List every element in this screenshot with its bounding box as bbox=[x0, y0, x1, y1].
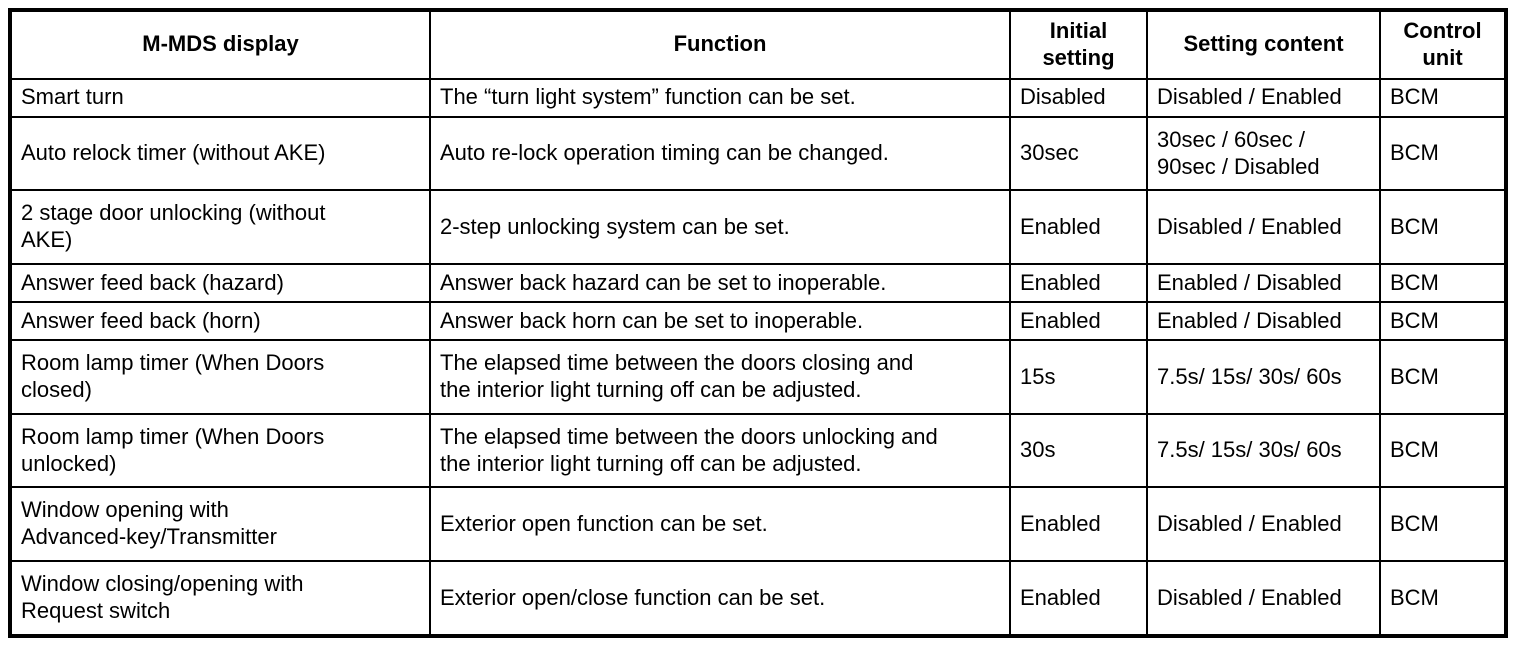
cell-setting-content: 7.5s/ 15s/ 30s/ 60s bbox=[1146, 339, 1381, 415]
cell-setting-content: Disabled / Enabled bbox=[1146, 189, 1381, 265]
cell-initial-setting: Disabled bbox=[1009, 77, 1148, 118]
cell-function: Exterior open/close function can be set. bbox=[429, 560, 1011, 637]
cell-function: 2-step unlocking system can be set. bbox=[429, 189, 1011, 265]
table-row: Room lamp timer (When Doors closed) The … bbox=[9, 339, 1507, 415]
cell-setting-content: Enabled / Disabled bbox=[1146, 301, 1381, 342]
cell-control-unit: BCM bbox=[1379, 486, 1507, 562]
cell-setting-content: 7.5s/ 15s/ 30s/ 60s bbox=[1146, 412, 1381, 489]
cell-m-mds-display: Room lamp timer (When Doors closed) bbox=[9, 339, 431, 415]
cell-initial-setting: 30sec bbox=[1009, 115, 1148, 192]
cell-function: Answer back horn can be set to inoperabl… bbox=[429, 301, 1011, 342]
cell-control-unit: BCM bbox=[1379, 560, 1507, 637]
column-header-setting-content: Setting content bbox=[1146, 9, 1381, 80]
table-row: Auto relock timer (without AKE) Auto re-… bbox=[9, 115, 1507, 192]
table-row: Answer feed back (horn) Answer back horn… bbox=[9, 301, 1507, 342]
cell-setting-content: Enabled / Disabled bbox=[1146, 262, 1381, 304]
cell-initial-setting: Enabled bbox=[1009, 301, 1148, 342]
cell-initial-setting: Enabled bbox=[1009, 560, 1148, 637]
cell-control-unit: BCM bbox=[1379, 339, 1507, 415]
cell-m-mds-display: Window closing/opening with Request swit… bbox=[9, 560, 431, 637]
cell-function: Answer back hazard can be set to inopera… bbox=[429, 262, 1011, 304]
cell-control-unit: BCM bbox=[1379, 189, 1507, 265]
cell-m-mds-display: 2 stage door unlocking (without AKE) bbox=[9, 189, 431, 265]
table-row: Smart turn The “turn light system” funct… bbox=[9, 77, 1507, 118]
cell-function: The elapsed time between the doors unloc… bbox=[429, 412, 1011, 489]
cell-initial-setting: 30s bbox=[1009, 412, 1148, 489]
cell-m-mds-display: Room lamp timer (When Doors unlocked) bbox=[9, 412, 431, 489]
table-body: Smart turn The “turn light system” funct… bbox=[9, 77, 1507, 637]
cell-function: The “turn light system” function can be … bbox=[429, 77, 1011, 118]
cell-function: Auto re-lock operation timing can be cha… bbox=[429, 115, 1011, 192]
column-header-function: Function bbox=[429, 9, 1011, 80]
table-row: Window closing/opening with Request swit… bbox=[9, 560, 1507, 637]
cell-initial-setting: Enabled bbox=[1009, 189, 1148, 265]
cell-function: Exterior open function can be set. bbox=[429, 486, 1011, 562]
cell-m-mds-display: Smart turn bbox=[9, 77, 431, 118]
column-header-initial-setting: Initial setting bbox=[1009, 9, 1148, 80]
table-row: Answer feed back (hazard) Answer back ha… bbox=[9, 262, 1507, 304]
cell-setting-content: Disabled / Enabled bbox=[1146, 486, 1381, 562]
column-header-m-mds-display: M-MDS display bbox=[9, 9, 431, 80]
cell-initial-setting: Enabled bbox=[1009, 486, 1148, 562]
cell-m-mds-display: Window opening with Advanced-key/Transmi… bbox=[9, 486, 431, 562]
cell-initial-setting: 15s bbox=[1009, 339, 1148, 415]
cell-initial-setting: Enabled bbox=[1009, 262, 1148, 304]
table-header-row: M-MDS display Function Initial setting S… bbox=[9, 9, 1507, 80]
cell-control-unit: BCM bbox=[1379, 115, 1507, 192]
customization-function-table: M-MDS display Function Initial setting S… bbox=[8, 8, 1508, 638]
cell-control-unit: BCM bbox=[1379, 301, 1507, 342]
cell-control-unit: BCM bbox=[1379, 77, 1507, 118]
table-header: M-MDS display Function Initial setting S… bbox=[9, 9, 1507, 80]
cell-control-unit: BCM bbox=[1379, 262, 1507, 304]
cell-m-mds-display: Answer feed back (hazard) bbox=[9, 262, 431, 304]
cell-setting-content: Disabled / Enabled bbox=[1146, 77, 1381, 118]
cell-m-mds-display: Answer feed back (horn) bbox=[9, 301, 431, 342]
cell-function: The elapsed time between the doors closi… bbox=[429, 339, 1011, 415]
spec-table-container: M-MDS display Function Initial setting S… bbox=[8, 8, 1508, 638]
column-header-control-unit: Control unit bbox=[1379, 9, 1507, 80]
cell-setting-content: Disabled / Enabled bbox=[1146, 560, 1381, 637]
cell-setting-content: 30sec / 60sec / 90sec / Disabled bbox=[1146, 115, 1381, 192]
table-row: Room lamp timer (When Doors unlocked) Th… bbox=[9, 412, 1507, 489]
cell-m-mds-display: Auto relock timer (without AKE) bbox=[9, 115, 431, 192]
cell-control-unit: BCM bbox=[1379, 412, 1507, 489]
table-row: Window opening with Advanced-key/Transmi… bbox=[9, 486, 1507, 562]
table-row: 2 stage door unlocking (without AKE) 2-s… bbox=[9, 189, 1507, 265]
